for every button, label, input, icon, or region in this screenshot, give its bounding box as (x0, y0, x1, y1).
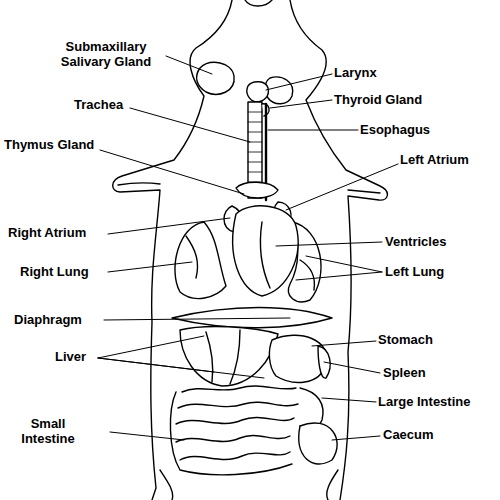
larynx (247, 82, 269, 102)
leader-line (268, 130, 358, 131)
organ-label: Diaphragm (14, 312, 114, 327)
left-lung-lobe (300, 260, 314, 290)
organ-label: Trachea (74, 97, 154, 112)
organ-label: Thymus Gland (4, 137, 114, 152)
leader-line (270, 100, 332, 108)
organ-label: Spleen (383, 365, 483, 380)
leader-line (166, 56, 212, 74)
organ-label: Stomach (378, 332, 478, 347)
organ-label: Large Intestine (378, 394, 500, 409)
leader-line (332, 436, 380, 440)
leader-line (98, 336, 264, 378)
hind-limb (160, 470, 173, 500)
forelimb (118, 183, 160, 185)
organ-label: Submaxillary Salivary Gland (48, 39, 164, 69)
organ-label: Left Lung (385, 264, 485, 279)
leader-line (322, 398, 376, 402)
leader-line (296, 256, 382, 280)
forelimb (348, 190, 380, 193)
organ-label: Liver (55, 349, 115, 364)
leader-line (324, 362, 380, 373)
organ-label: Ventricles (385, 234, 485, 249)
organ-label: Right Lung (20, 264, 120, 279)
salivary-gland (265, 77, 292, 104)
thymus-gland (236, 182, 278, 198)
liver (180, 327, 278, 386)
organ-label: Right Atrium (8, 225, 118, 240)
leader-line (108, 262, 192, 272)
organ-label: Caecum (383, 427, 483, 442)
right-lung (175, 222, 226, 299)
organ-label: Esophagus (360, 122, 470, 137)
leader-line (312, 341, 376, 346)
organ-label: Larynx (334, 65, 414, 80)
leader-line (110, 432, 184, 440)
heart-line (260, 222, 270, 288)
leader-line (104, 318, 290, 320)
organ-label: Thyroid Gland (334, 92, 454, 107)
leader-line (108, 218, 230, 234)
caecum (299, 423, 337, 464)
trachea-rings (248, 112, 262, 182)
liver-lobe (206, 330, 240, 384)
diaphragm (172, 308, 332, 328)
small-intestine (170, 386, 298, 475)
right-lung-lobe (186, 236, 198, 278)
leader-line (276, 242, 382, 246)
organ-label: Small Intestine (8, 416, 88, 446)
leader-line (130, 108, 250, 142)
snout (245, 0, 272, 6)
leader-line (266, 74, 332, 90)
ventricles (233, 206, 298, 296)
hind-limb (327, 470, 338, 500)
salivary-gland (197, 62, 235, 94)
leader-line (286, 164, 398, 210)
leader-lines (98, 56, 398, 440)
organ-label: Left Atrium (400, 152, 500, 167)
leader-line (100, 150, 244, 194)
